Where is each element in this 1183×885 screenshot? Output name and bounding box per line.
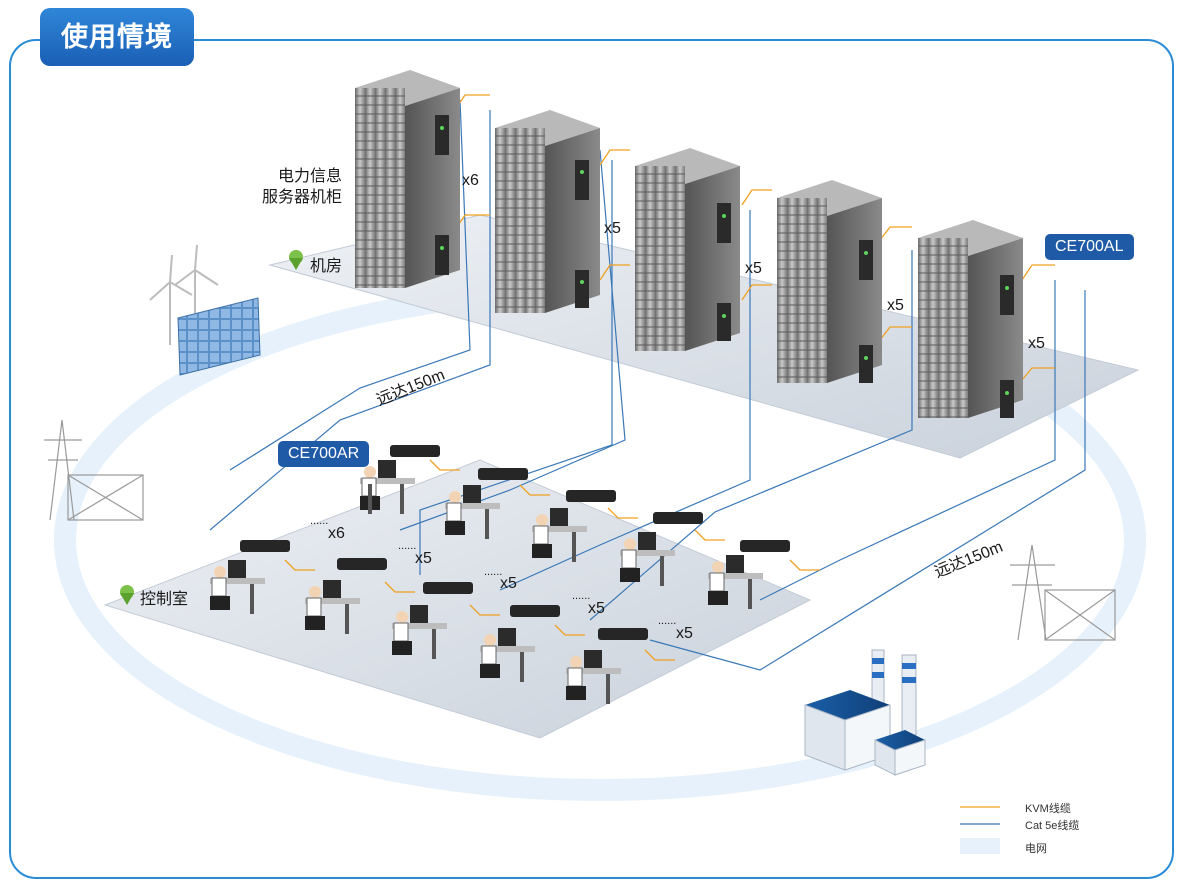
power-plant: [804, 649, 926, 776]
legend-cat5e-label: Cat 5e线缆: [1025, 820, 1080, 832]
desk-count: x5: [676, 625, 693, 642]
wind-turbines: [149, 244, 219, 345]
desk-dots: ......: [658, 615, 677, 627]
rack-count: x5: [887, 297, 904, 314]
legend-grid-swatch: [960, 838, 1000, 854]
workstation: [392, 605, 447, 659]
server-rack: [355, 70, 460, 288]
transmission-tower-right: [1010, 544, 1116, 641]
kvm-module: [859, 345, 873, 383]
workstation: [566, 650, 621, 704]
server-rack: [495, 110, 600, 313]
kvm-module: [435, 115, 449, 155]
location-pin-icon: [289, 250, 303, 270]
workstation: [445, 485, 500, 539]
workstation: [532, 508, 587, 562]
desk-dots: ......: [310, 515, 329, 527]
workstations: [210, 460, 763, 704]
control-room-label: 控制室: [140, 591, 189, 608]
kvm-module: [717, 203, 731, 243]
ce700al-badge: CE700AL: [1045, 234, 1134, 260]
machine-room-label: 机房: [310, 258, 343, 275]
frame-border: [9, 39, 1174, 879]
kvm-module: [717, 303, 731, 341]
rack-count: x6: [462, 172, 479, 189]
kvm-cables: [284, 94, 1055, 661]
rack-count: x5: [1028, 335, 1045, 352]
kvm-module: [575, 160, 589, 200]
workstation: [360, 460, 415, 514]
desk-dots: ......: [398, 540, 417, 552]
legend-kvm-label: KVM线缆: [1025, 803, 1071, 815]
kvm-extender-boxes: [240, 445, 790, 640]
workstation: [708, 555, 763, 609]
kvm-module: [575, 270, 589, 308]
kvm-module: [1000, 275, 1014, 315]
legend-grid-label: 电网: [1025, 843, 1047, 855]
workstation: [620, 532, 675, 586]
rack-count: x5: [604, 220, 621, 237]
workstation: [480, 628, 535, 682]
desk-dots: ......: [484, 566, 503, 578]
page-title: 使用情境: [40, 8, 194, 66]
desk-count: x5: [500, 575, 517, 592]
server-rack: [635, 148, 740, 351]
server-rack: [777, 180, 882, 383]
solar-panel: [177, 297, 261, 376]
server-rack: [918, 220, 1023, 418]
rack-count: x5: [745, 260, 762, 277]
desk-count: x5: [415, 550, 432, 567]
kvm-module: [435, 235, 449, 275]
workstation: [305, 580, 360, 634]
ce700ar-badge: CE700AR: [278, 441, 370, 467]
location-pin-icon: [120, 585, 134, 605]
desk-dots: ......: [572, 590, 591, 602]
transmission-tower-left: [44, 419, 144, 521]
kvm-module: [1000, 380, 1014, 418]
server-cabinet-label: 电力信息 服务器机柜: [262, 168, 343, 206]
control-room-floor: [103, 459, 812, 739]
workstation: [210, 560, 265, 614]
desk-count: x5: [588, 600, 605, 617]
desk-count: x6: [328, 525, 345, 542]
kvm-module: [859, 240, 873, 280]
cat5e-cables: [209, 99, 1086, 671]
